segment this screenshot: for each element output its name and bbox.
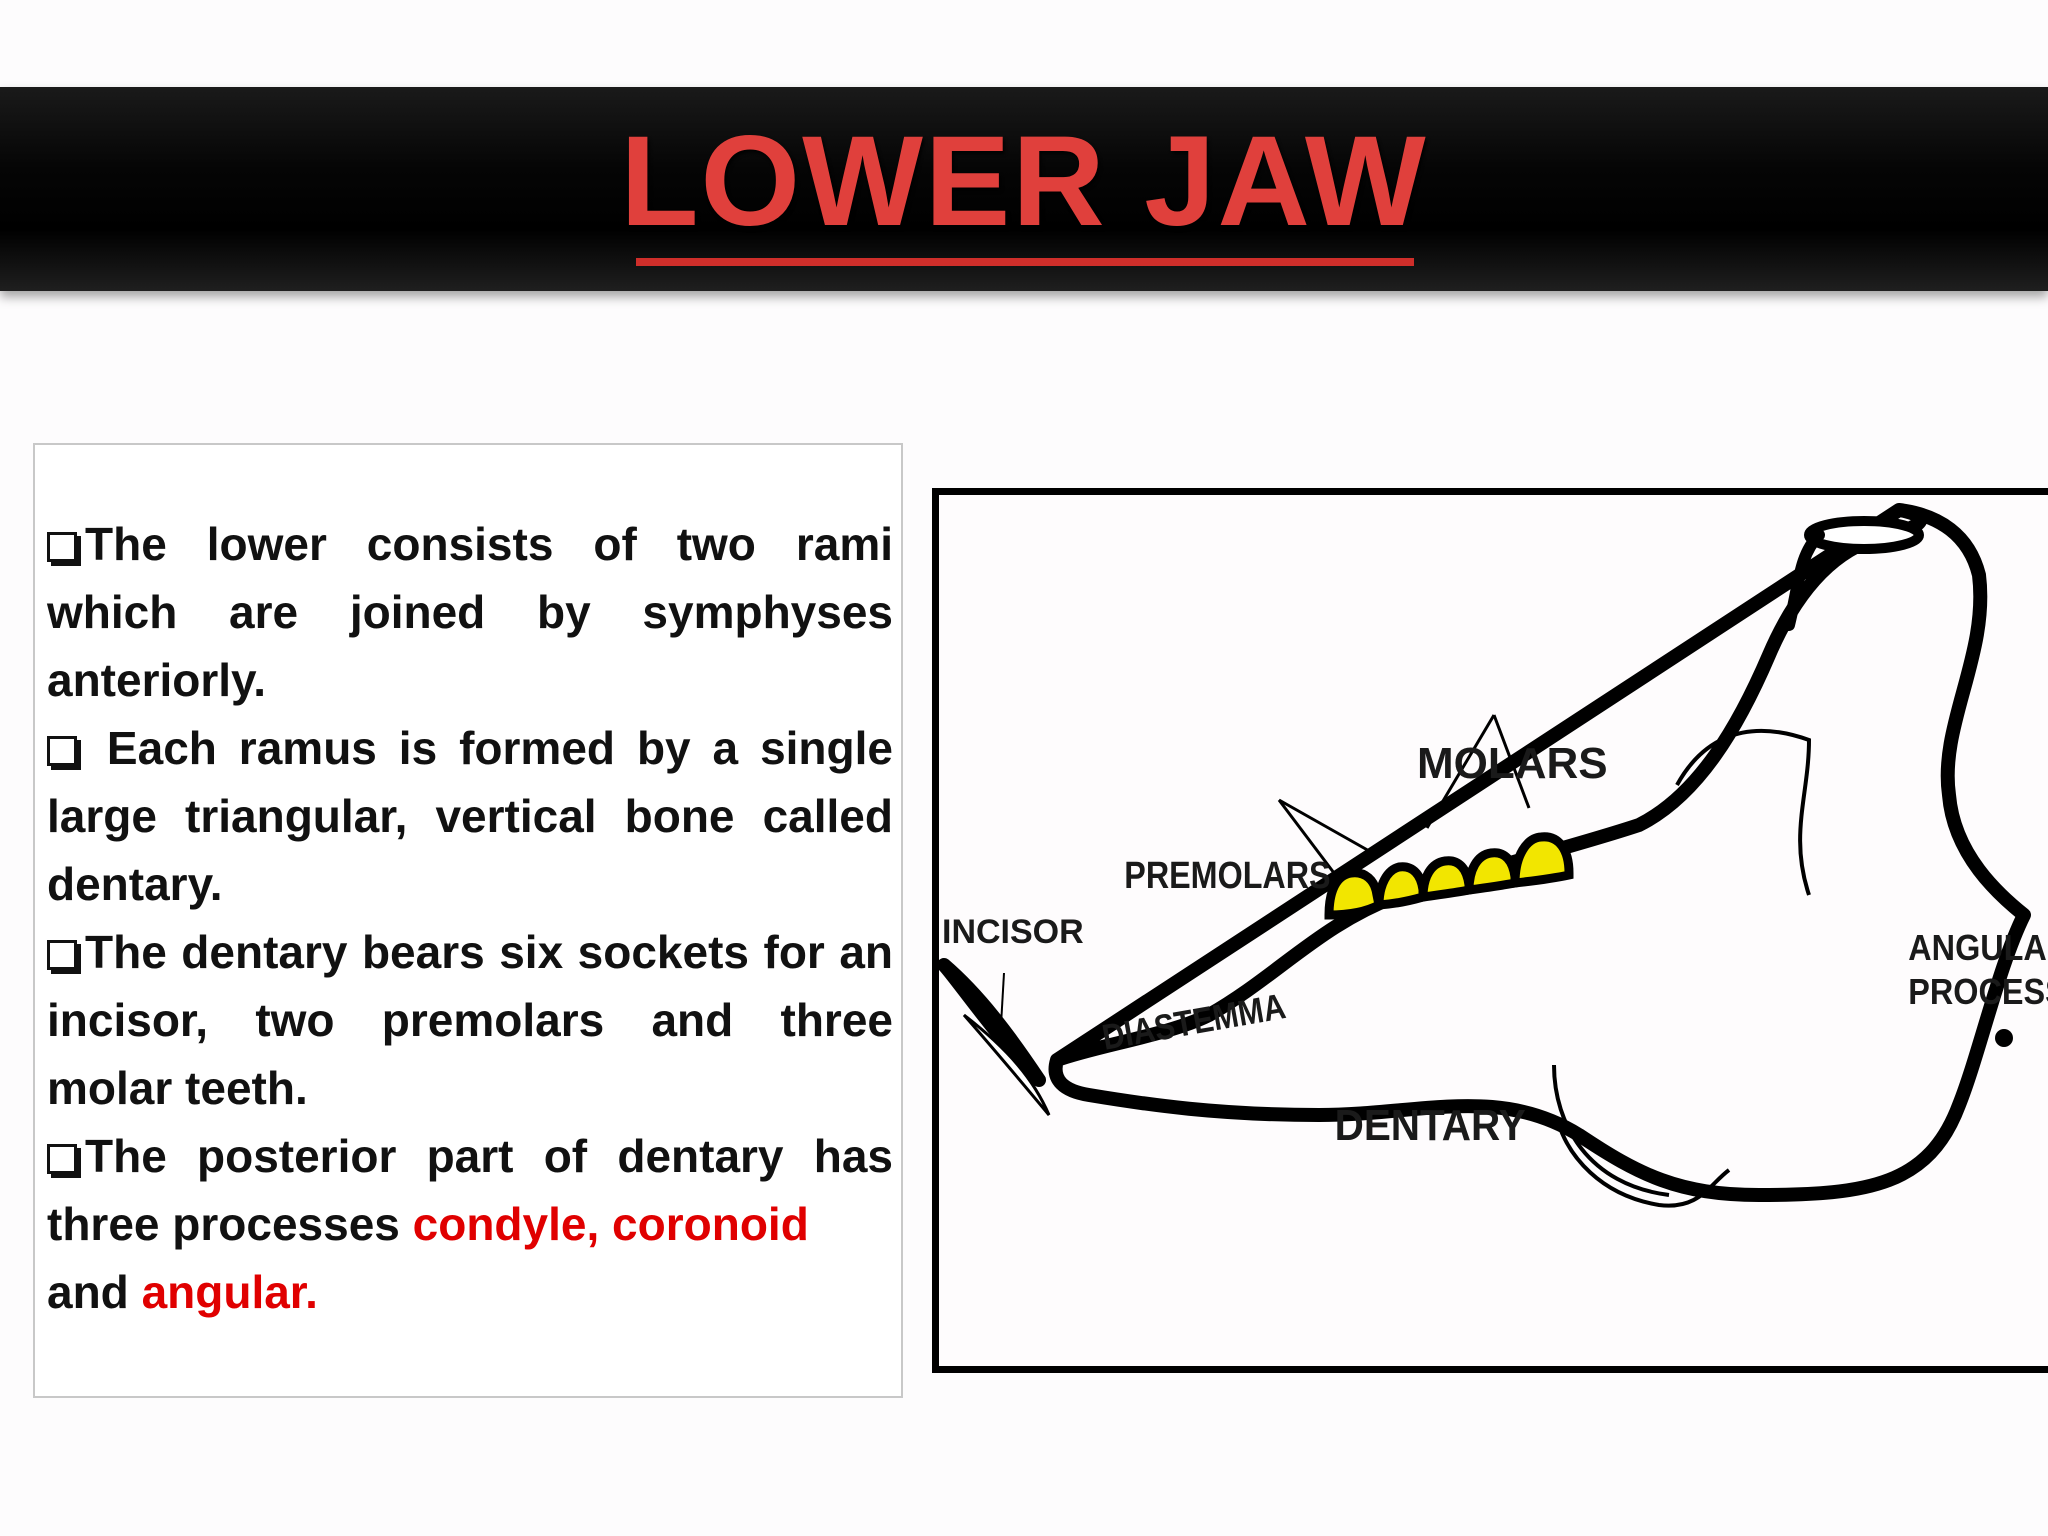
condyle-ellipse <box>1804 516 1924 554</box>
mandibular-foramen-curve <box>1557 1124 1731 1208</box>
checkbox-bullet-icon <box>47 532 77 562</box>
checkbox-bullet-icon <box>47 940 77 970</box>
label-incisor: INCISOR <box>942 913 1084 951</box>
highlight-angular: angular. <box>141 1266 318 1318</box>
bullet-item: The dentary bears six sockets for an inc… <box>47 918 893 1122</box>
label-molars: MOLARS <box>1417 739 1608 788</box>
bullet-item: The lower consists of two rami which are… <box>47 510 893 714</box>
title-bar <box>0 87 2048 291</box>
incisor-tooth <box>962 1013 1051 1116</box>
checkbox-bullet-icon <box>47 1144 77 1174</box>
angular-process-dot <box>1995 1029 2013 1047</box>
label-premolars: PREMOLARS <box>1124 855 1330 897</box>
title-underline <box>636 258 1414 266</box>
label-process: PROCESS <box>1908 972 2048 1012</box>
premolar-tooth <box>1324 868 1385 920</box>
bullet-text: The posterior part of dentary has three … <box>47 1130 893 1250</box>
molar-tooth <box>1464 848 1520 896</box>
text-panel: The lower consists of two rami which are… <box>33 443 903 1398</box>
bullet-text: The lower consists of two rami which are… <box>47 518 893 706</box>
incisor-pointer <box>1000 972 1005 1026</box>
jaw-diagram-frame: INCISOR PREMOLARS MOLARS DIASTEMMA DENTA… <box>932 488 2048 1373</box>
teeth-group <box>1324 832 1574 920</box>
label-dentary: DENTARY <box>1335 1100 1526 1149</box>
jaw-diagram: INCISOR PREMOLARS MOLARS DIASTEMMA DENTA… <box>939 503 2048 1208</box>
bullet-item: The posterior part of dentary has three … <box>47 1122 893 1326</box>
bullet-text-continued: and <box>47 1266 142 1318</box>
condyle-left-edge <box>1783 529 1825 631</box>
molars-pointer-1 <box>1425 714 1496 829</box>
coronoid-inner-curve <box>1675 728 1812 896</box>
molar-tooth <box>1510 832 1574 889</box>
bullet-text: The dentary bears six sockets for an inc… <box>47 926 893 1114</box>
lower-inner-curve <box>1552 1064 1670 1197</box>
molars-pointer-2 <box>1492 714 1531 809</box>
molar-tooth <box>1418 856 1474 903</box>
bullet-item: Each ramus is formed by a single large t… <box>47 714 893 918</box>
bullet-list: The lower consists of two rami which are… <box>47 510 893 1326</box>
label-angular: ANGULAR <box>1908 928 2048 968</box>
label-diastemma: DIASTEMMA <box>1099 987 1288 1058</box>
bullet-text: Each ramus is formed by a single large t… <box>47 722 893 910</box>
checkbox-bullet-icon <box>47 736 77 766</box>
premolars-pointer-2 <box>1278 798 1372 854</box>
premolars-pointer-1 <box>1277 799 1336 874</box>
slide-title: LOWER JAW <box>620 110 1428 253</box>
premolar-tooth <box>1374 862 1428 910</box>
highlight-processes: condyle, coronoid <box>412 1198 809 1250</box>
